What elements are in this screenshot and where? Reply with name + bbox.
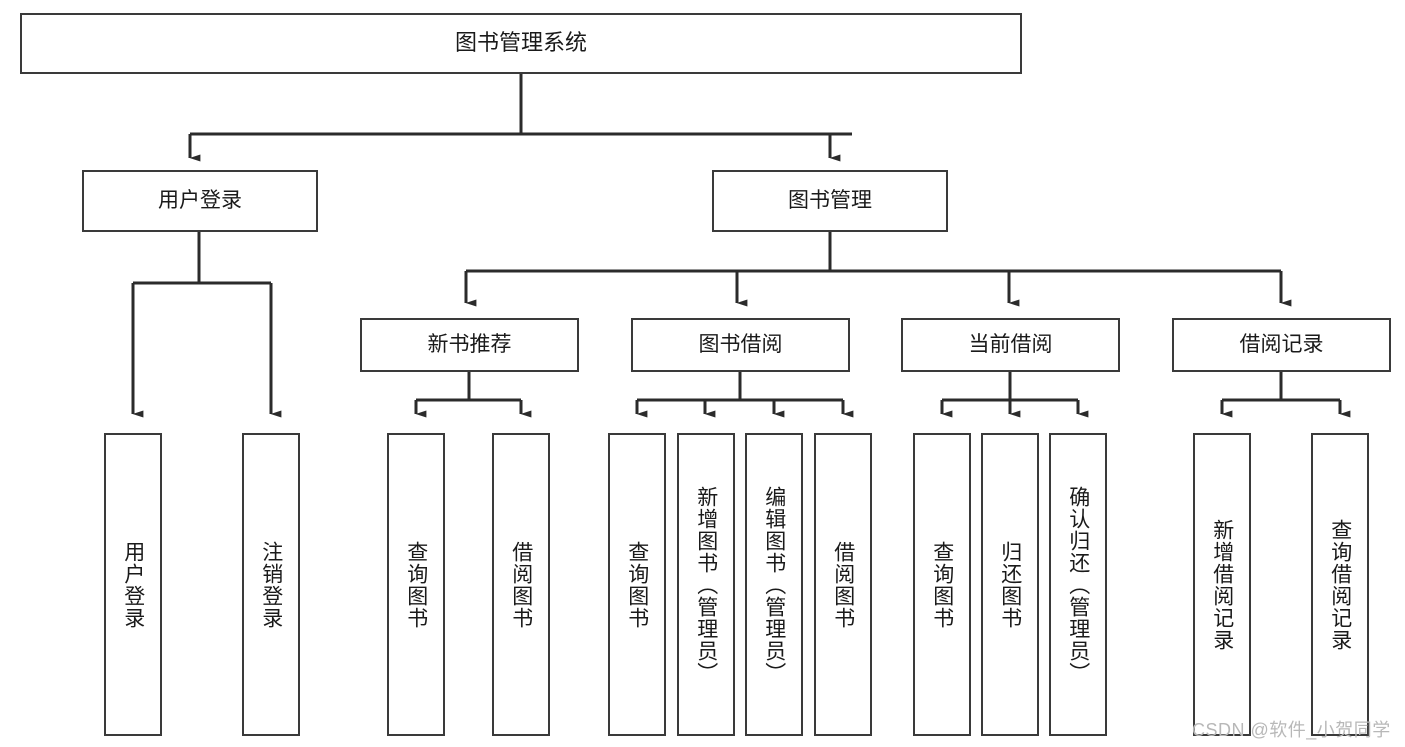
node-leaf-current-borrow-return[interactable]: 归还图书 (981, 433, 1039, 736)
node-borrow-record[interactable]: 借阅记录 (1172, 318, 1391, 372)
node-leaf-user-login-signin[interactable]: 用户登录 (104, 433, 162, 736)
node-leaf-label: 查询图书 (930, 540, 954, 629)
node-leaf-label: 借阅图书 (831, 540, 855, 629)
node-root-label: 图书管理系统 (454, 30, 587, 56)
node-leaf-current-borrow-confirm[interactable]: 确认归还（管理员） (1049, 433, 1107, 736)
node-leaf-book-borrow-edit[interactable]: 编辑图书（管理员） (745, 433, 803, 736)
node-leaf-label: 确认归还（管理员） (1066, 485, 1090, 684)
node-user-login-label: 用户登录 (158, 189, 242, 213)
node-leaf-label: 借阅图书 (509, 540, 533, 629)
node-book-borrow-label: 图书借阅 (698, 333, 783, 357)
node-leaf-label: 归还图书 (998, 540, 1022, 629)
node-current-borrow-label: 当前借阅 (968, 333, 1053, 357)
node-root-system[interactable]: 图书管理系统 (20, 13, 1022, 74)
node-leaf-current-borrow-query[interactable]: 查询图书 (913, 433, 971, 736)
node-new-book-recommend[interactable]: 新书推荐 (360, 318, 579, 372)
node-leaf-label: 新增借阅记录 (1210, 518, 1234, 651)
node-leaf-label: 编辑图书（管理员） (762, 485, 786, 684)
node-leaf-user-login-signout[interactable]: 注销登录 (242, 433, 300, 736)
node-borrow-record-label: 借阅记录 (1239, 333, 1324, 357)
node-leaf-book-borrow-add[interactable]: 新增图书（管理员） (677, 433, 735, 736)
node-leaf-new-book-query[interactable]: 查询图书 (387, 433, 445, 736)
node-user-login[interactable]: 用户登录 (82, 170, 318, 232)
node-leaf-new-book-borrow[interactable]: 借阅图书 (492, 433, 550, 736)
node-leaf-label: 新增图书（管理员） (694, 485, 718, 684)
node-leaf-label: 注销登录 (259, 540, 283, 629)
node-book-management-label: 图书管理 (788, 189, 872, 213)
watermark-text: CSDN @软件_小贺同学 (1192, 720, 1391, 740)
node-leaf-label: 查询图书 (625, 540, 649, 629)
node-leaf-label: 查询图书 (404, 540, 428, 629)
node-current-borrow[interactable]: 当前借阅 (901, 318, 1120, 372)
node-new-book-recommend-label: 新书推荐 (427, 333, 512, 357)
node-book-management[interactable]: 图书管理 (712, 170, 948, 232)
node-leaf-label: 查询借阅记录 (1328, 518, 1352, 651)
node-leaf-borrow-record-add[interactable]: 新增借阅记录 (1193, 433, 1251, 736)
node-leaf-book-borrow-query[interactable]: 查询图书 (608, 433, 666, 736)
node-leaf-book-borrow-borrow[interactable]: 借阅图书 (814, 433, 872, 736)
node-leaf-borrow-record-query[interactable]: 查询借阅记录 (1311, 433, 1369, 736)
node-leaf-label: 用户登录 (121, 540, 145, 629)
node-book-borrow[interactable]: 图书借阅 (631, 318, 850, 372)
